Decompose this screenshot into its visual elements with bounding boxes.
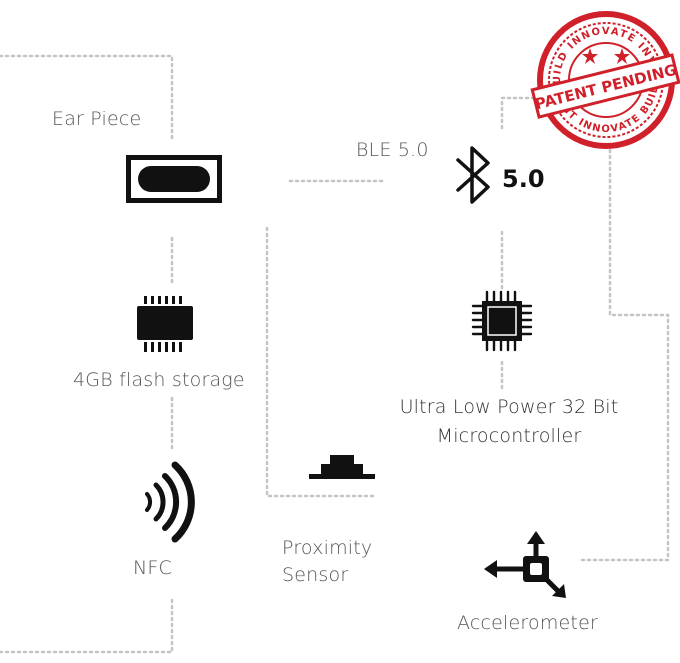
ble-label: BLE 5.0 — [356, 139, 429, 161]
proximity-label-line1: Proximity — [282, 537, 373, 559]
proximity-sensor-icon — [309, 455, 375, 479]
ear-piece-label: Ear Piece — [52, 108, 142, 130]
nfc-label: NFC — [133, 557, 173, 579]
connector-ble-top — [500, 96, 555, 130]
mcu-label-line2: Microcontroller — [436, 425, 582, 447]
proximity-label-line2: Sensor — [282, 564, 349, 586]
flash-storage-label: 4GB flash storage — [73, 369, 245, 391]
chip-icon — [137, 296, 193, 352]
connector-nfc-bottom — [0, 598, 174, 654]
connector-proximity — [265, 226, 378, 498]
microcontroller-icon — [471, 290, 533, 352]
accelerometer-icon — [484, 531, 566, 598]
ble-version-badge: 5.0 — [502, 165, 545, 193]
mcu-label: Ultra Low Power 32 Bit Microcontroller — [392, 393, 626, 451]
connectors — [0, 54, 670, 654]
proximity-sensor-label: Proximity Sensor — [282, 535, 372, 589]
mcu-label-line1: Ultra Low Power 32 Bit — [399, 396, 619, 418]
earpiece-icon — [126, 155, 222, 203]
accelerometer-label: Accelerometer — [457, 612, 598, 634]
nfc-icon — [145, 461, 195, 543]
bluetooth-icon — [456, 146, 490, 204]
connector-right-loop — [578, 148, 670, 562]
